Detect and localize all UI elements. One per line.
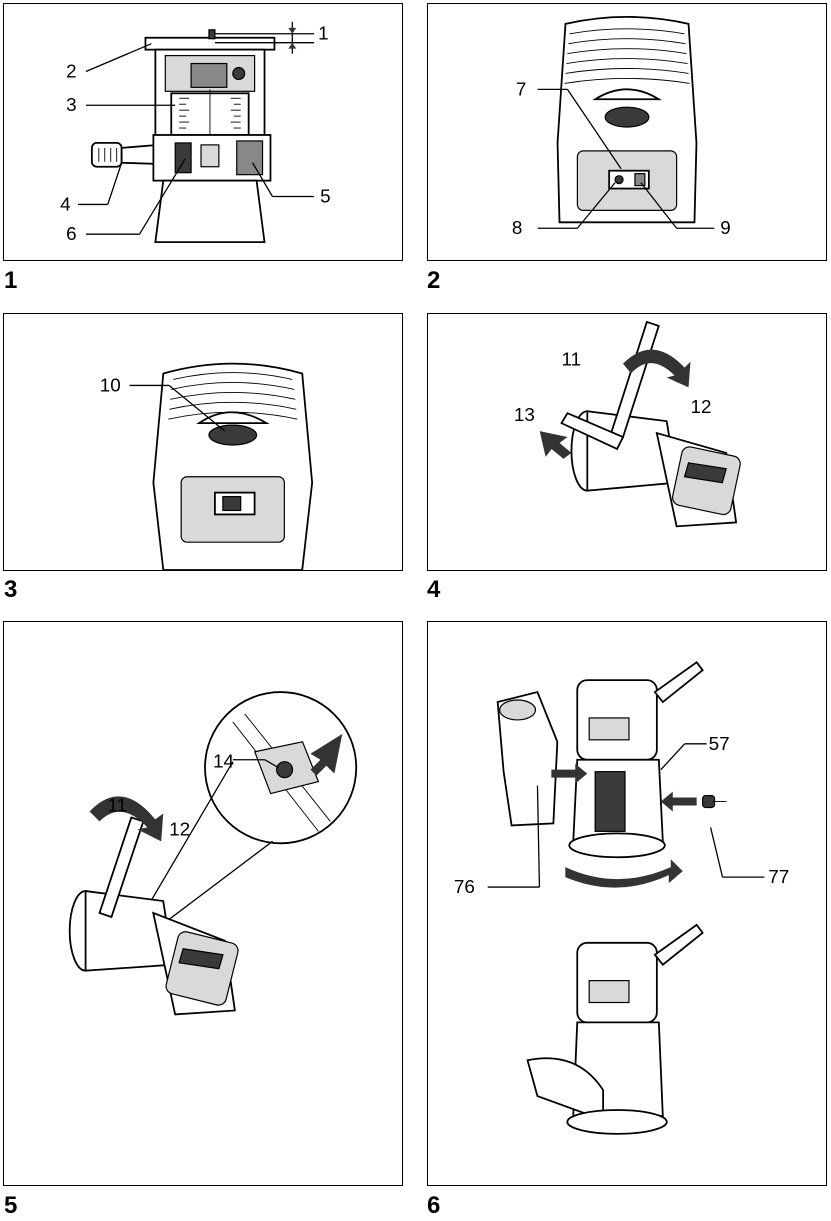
figure-6-panel: 57 76 77 [427,621,827,1186]
callout-7: 7 [516,78,526,99]
callout-2: 2 [66,60,76,81]
callout-14: 14 [213,752,234,773]
figure-3-number: 3 [4,578,17,602]
figure-5-panel: 14 11 12 [3,621,403,1186]
callout-10: 10 [100,374,121,395]
figure-4-number: 4 [427,578,440,602]
figure-3-illustration: 10 [4,314,402,570]
figure-2-illustration: 7 8 9 [428,4,826,260]
figure-4-illustration: 11 12 13 [428,314,826,570]
callout-11b: 11 [107,795,127,816]
callout-3: 3 [66,94,76,115]
figure-5-illustration: 14 11 12 [4,622,402,1185]
callout-12: 12 [691,396,712,417]
callout-76: 76 [454,877,475,898]
figure-1-panel: 1 2 3 4 5 6 [3,3,403,261]
callout-77: 77 [768,867,789,888]
figure-2-number: 2 [427,269,440,293]
figure-1-illustration: 1 2 3 4 5 6 [4,4,402,260]
callout-8: 8 [512,217,522,238]
figure-3-panel: 10 [3,313,403,571]
callout-6: 6 [66,223,76,244]
callout-5: 5 [320,185,330,206]
figure-6-number: 6 [427,1194,440,1218]
figure-2-panel: 7 8 9 [427,3,827,261]
callout-57: 57 [709,734,730,755]
callout-11: 11 [562,349,582,370]
callout-12b: 12 [169,819,190,840]
figure-6-illustration: 57 76 77 [428,622,826,1185]
callout-9: 9 [720,217,730,238]
callout-13: 13 [514,404,535,425]
figure-4-panel: 11 12 13 [427,313,827,571]
figure-1-number: 1 [4,269,17,293]
callout-4: 4 [60,193,70,214]
callout-1: 1 [318,23,328,44]
figure-5-number: 5 [4,1194,17,1218]
